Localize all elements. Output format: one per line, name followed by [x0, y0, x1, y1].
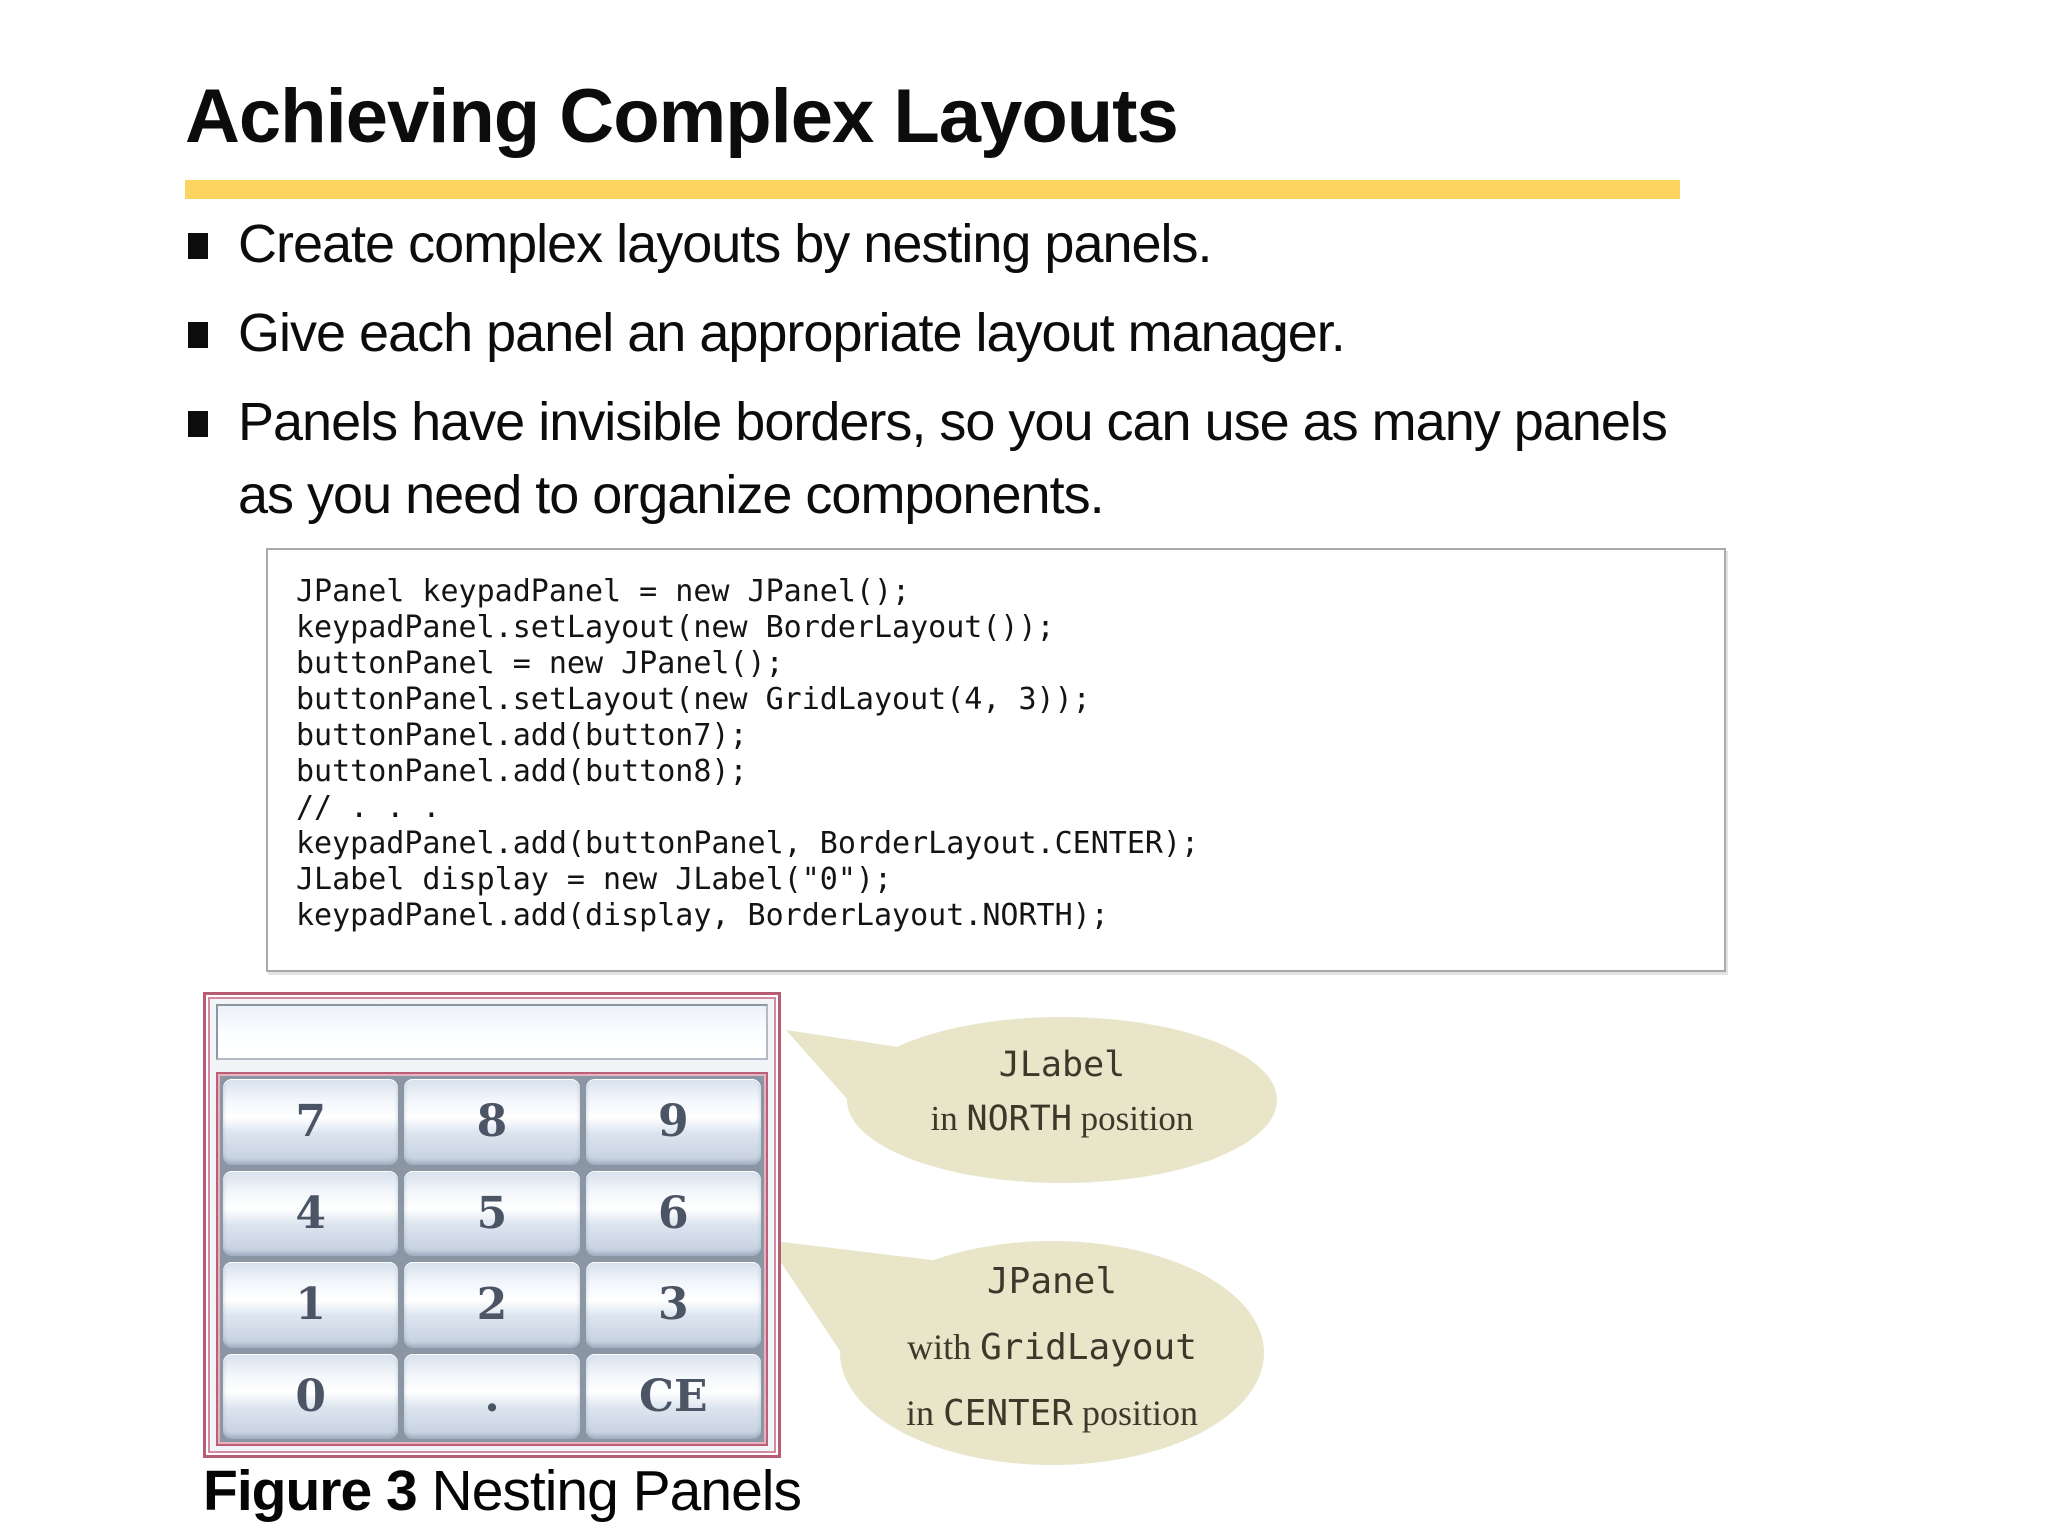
key-6[interactable]: 6 [585, 1170, 761, 1256]
callout-segment: in [930, 1099, 967, 1138]
key-9[interactable]: 9 [585, 1079, 761, 1165]
code-line: JLabel display = new JLabel("0"); [296, 862, 893, 897]
key-2[interactable]: 2 [404, 1262, 580, 1348]
code-line: buttonPanel = new JPanel(); [296, 646, 784, 681]
callout-line: JLabel [847, 1038, 1277, 1092]
code-block: JPanel keypadPanel = new JPanel();keypad… [266, 548, 1726, 972]
code-line: keypadPanel.setLayout(new BorderLayout()… [296, 610, 1055, 645]
callout-line: in CENTER position [840, 1380, 1264, 1446]
key-5[interactable]: 5 [404, 1170, 580, 1256]
code-line: // . . . [296, 790, 441, 825]
code-line: buttonPanel.add(button7); [296, 718, 748, 753]
keypad-display-label [216, 1004, 768, 1060]
callout-line: with GridLayout [840, 1314, 1264, 1380]
bullet-item: Create complex layouts by nesting panels… [185, 208, 1730, 281]
bullet-text: Give each panel an appropriate layout ma… [238, 303, 1346, 363]
key-dot[interactable]: . [404, 1353, 580, 1439]
callout-segment: JPanel [986, 1261, 1118, 1302]
bullet-text: Panels have invisible borders, so you ca… [238, 392, 1668, 525]
code-line: keypadPanel.add(buttonPanel, BorderLayou… [296, 826, 1200, 861]
bullet-item: Give each panel an appropriate layout ma… [185, 297, 1730, 370]
figure-caption-text: Nesting Panels [416, 1459, 802, 1523]
key-3[interactable]: 3 [585, 1262, 761, 1348]
title-underline-bar [185, 180, 1680, 199]
callout-line: in NORTH position [847, 1092, 1277, 1146]
figure-caption: Figure 3 Nesting Panels [203, 1458, 802, 1524]
key-ce[interactable]: CE [585, 1353, 761, 1439]
key-1[interactable]: 1 [223, 1262, 399, 1348]
key-8[interactable]: 8 [404, 1079, 580, 1165]
callout-segment: position [1073, 1393, 1199, 1433]
callout-segment: with [907, 1327, 981, 1367]
bullet-text: Create complex layouts by nesting panels… [238, 214, 1213, 274]
bullet-item: Panels have invisible borders, so you ca… [185, 386, 1730, 532]
key-7[interactable]: 7 [223, 1079, 399, 1165]
slide-title: Achieving Complex Layouts [185, 74, 1179, 159]
callout-segment: position [1071, 1099, 1194, 1138]
key-4[interactable]: 4 [223, 1170, 399, 1256]
key-0[interactable]: 0 [223, 1353, 399, 1439]
callout-north-text: JLabel in NORTH position [847, 1038, 1277, 1146]
code-line: buttonPanel.add(button8); [296, 754, 748, 789]
callout-segment: GridLayout [980, 1327, 1197, 1368]
callout-segment: NORTH [966, 1099, 1072, 1139]
bullet-square-marker [188, 411, 208, 437]
callout-segment: CENTER [942, 1393, 1074, 1434]
code-line: buttonPanel.setLayout(new GridLayout(4, … [296, 682, 1091, 717]
code-line: JPanel keypadPanel = new JPanel(); [296, 574, 911, 609]
callout-line: JPanel [840, 1248, 1264, 1314]
callout-segment: in [905, 1393, 943, 1433]
bullet-square-marker [188, 322, 208, 348]
bullet-list: Create complex layouts by nesting panels… [185, 208, 1730, 548]
callout-segment: JLabel [998, 1045, 1126, 1085]
figure-caption-label: Figure 3 [203, 1459, 418, 1523]
code-line: keypadPanel.add(display, BorderLayout.NO… [296, 898, 1109, 933]
bullet-square-marker [188, 233, 208, 259]
